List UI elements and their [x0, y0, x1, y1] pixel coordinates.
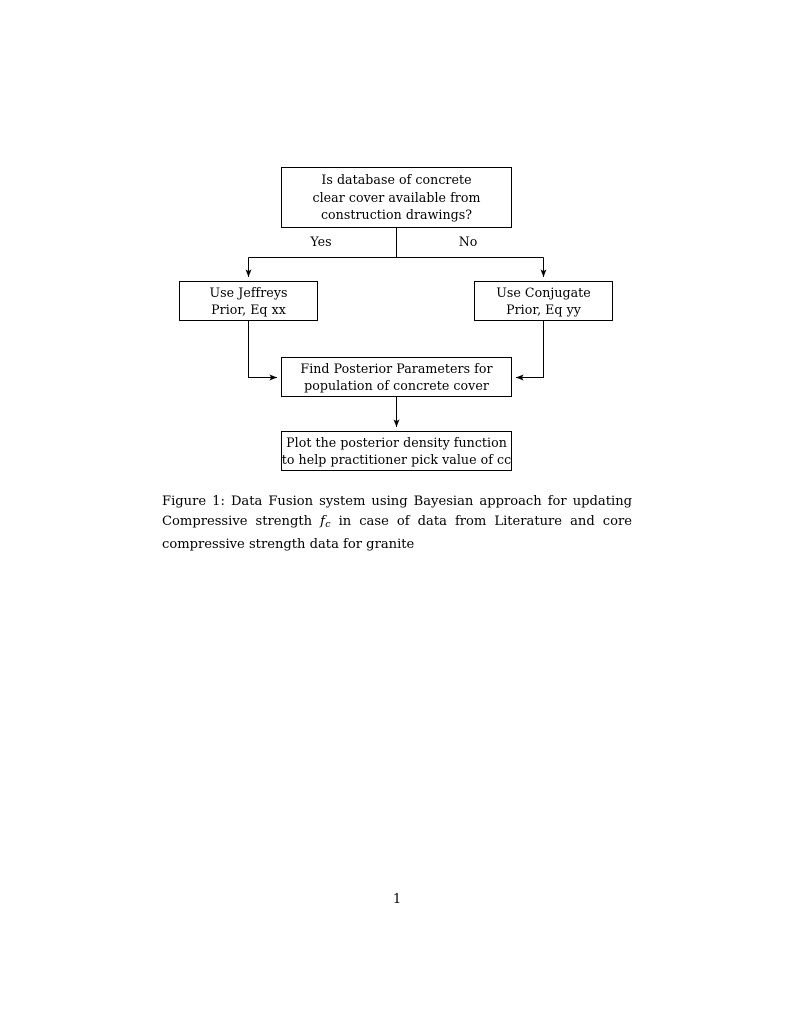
conjugate-line-1: Use Conjugate: [496, 284, 591, 300]
jeffreys-line-1: Use Jeffreys: [209, 284, 288, 300]
flowchart-node-plot-density: Plot the posterior density function to h…: [281, 431, 512, 471]
flowchart-node-decision: Is database of concrete clear cover avai…: [281, 167, 512, 228]
flowchart-node-jeffreys-prior: Use Jeffreys Prior, Eq xx: [179, 281, 318, 321]
jeffreys-line-2: Prior, Eq xx: [211, 302, 286, 317]
caption-math-subscript: c: [325, 519, 331, 531]
conjugate-line-2: Prior, Eq yy: [506, 302, 581, 317]
figure-caption-text-before: Data Fusion system using Bayesian approa…: [162, 494, 633, 529]
flowchart-figure: Is database of concrete clear cover avai…: [0, 0, 794, 490]
edge-label-no: No: [458, 234, 478, 249]
figure-caption-text-after: in case of data from Literature and core…: [162, 513, 632, 552]
decision-line-2: clear cover available from: [312, 189, 481, 205]
edge-label-yes: Yes: [310, 234, 332, 249]
figure-caption: Figure 1: Data Fusion system using Bayes…: [162, 492, 632, 554]
decision-line-1: Is database of concrete: [321, 172, 472, 188]
posterior-line-1: Find Posterior Parameters for: [300, 360, 493, 376]
plot-line-1: Plot the posterior density function: [286, 434, 507, 450]
posterior-line-2: population of concrete cover: [304, 378, 489, 393]
flowchart-connectors: [245, 228, 547, 428]
flowchart-node-find-posterior: Find Posterior Parameters for population…: [281, 357, 512, 397]
flowchart-node-conjugate-prior: Use Conjugate Prior, Eq yy: [474, 281, 613, 321]
decision-line-3: construction drawings?: [320, 207, 473, 223]
figure-caption-label: Figure 1:: [162, 494, 225, 509]
plot-line-2: to help practitioner pick value of cc: [281, 452, 512, 467]
page-number: 1: [392, 892, 402, 907]
caption-math-symbol: f: [320, 513, 325, 529]
